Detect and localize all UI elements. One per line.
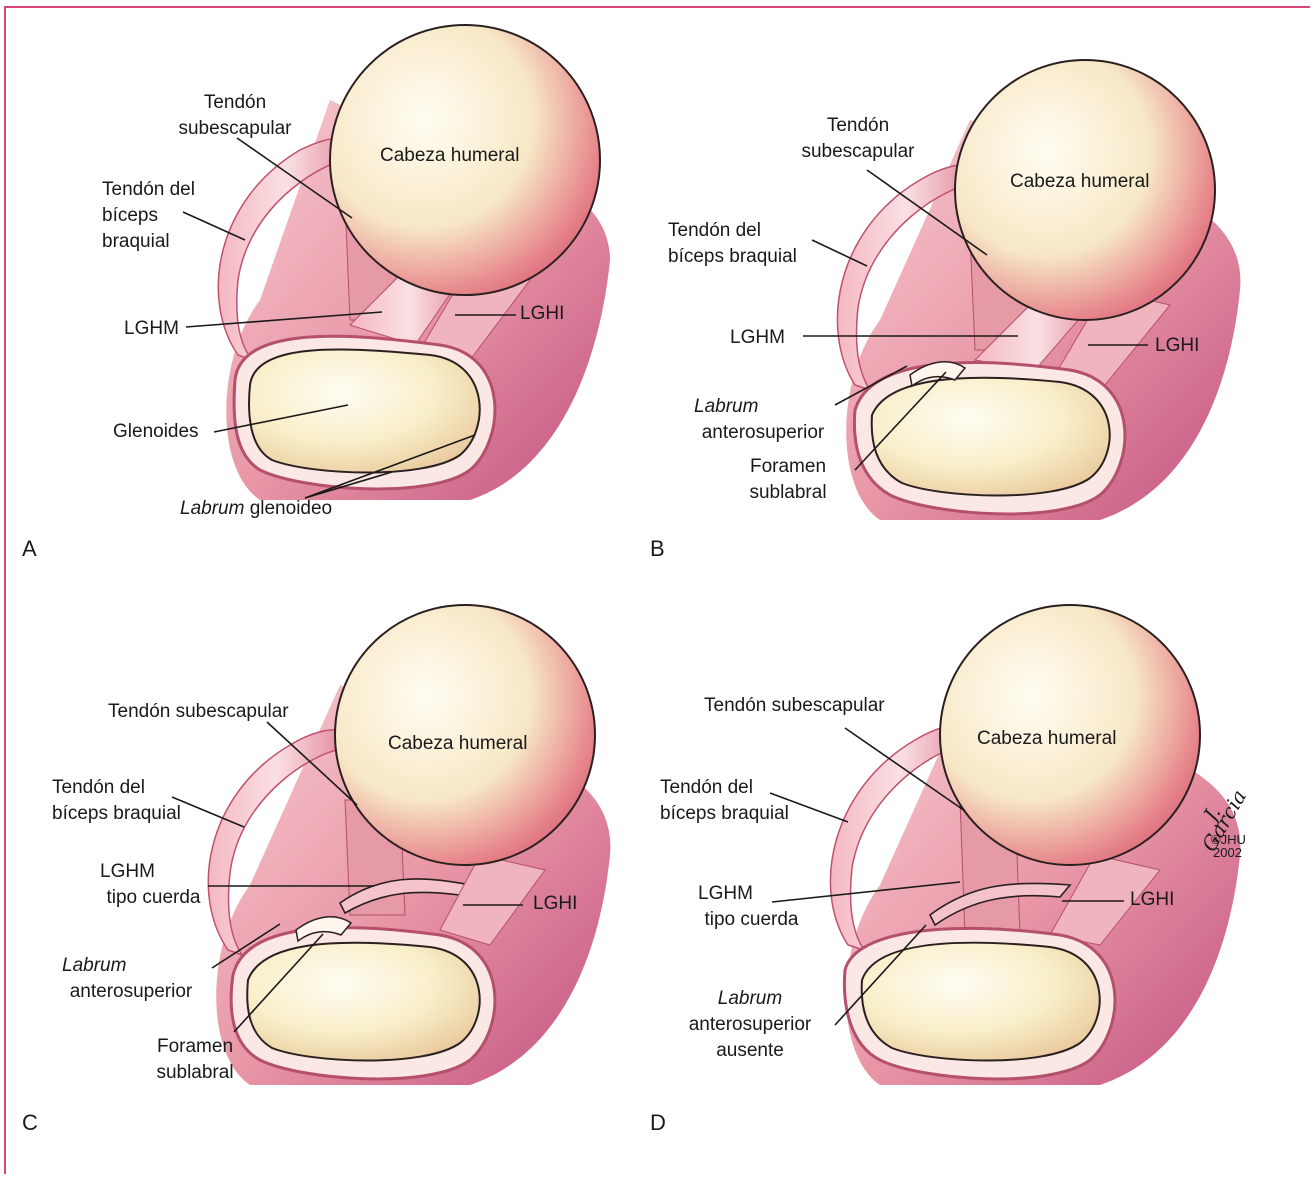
panel-letter-b: B: [650, 536, 665, 562]
humeral-head-label: Cabeza humeral: [380, 143, 519, 169]
subscapular-tendon-label: Tendón subescapular: [704, 693, 885, 719]
humeral-head-label: Cabeza humeral: [1010, 169, 1149, 195]
lghm-label: LGHM: [730, 325, 785, 351]
labrum-glenoid-label: Labrum glenoideo: [180, 496, 332, 522]
lghi-label: LGHI: [1155, 333, 1199, 359]
panel-letter-c: C: [22, 1110, 38, 1136]
lghi-label: LGHI: [533, 891, 577, 917]
panel-letter-d: D: [650, 1110, 666, 1136]
lghi-label: LGHI: [520, 301, 564, 327]
panel-c: Tendón subescapular Cabeza humeral Tendó…: [0, 585, 640, 1155]
lghi-label: LGHI: [1130, 887, 1174, 913]
lghm-label: LGHM: [124, 316, 179, 342]
shoulder-illustration-d: [630, 585, 1270, 1155]
humeral-head-label: Cabeza humeral: [977, 726, 1116, 752]
shoulder-illustration-a: [0, 0, 640, 570]
glenoid-label: Glenoides: [113, 419, 199, 445]
copyright-year: 2002: [1213, 846, 1242, 860]
shoulder-illustration-b: [630, 0, 1270, 570]
subscapular-tendon-label: Tendón subescapular: [108, 699, 289, 725]
panel-letter-a: A: [22, 536, 37, 562]
panel-d: Tendón subescapular Cabeza humeral Tendó…: [630, 585, 1270, 1155]
humeral-head-label: Cabeza humeral: [388, 731, 527, 757]
